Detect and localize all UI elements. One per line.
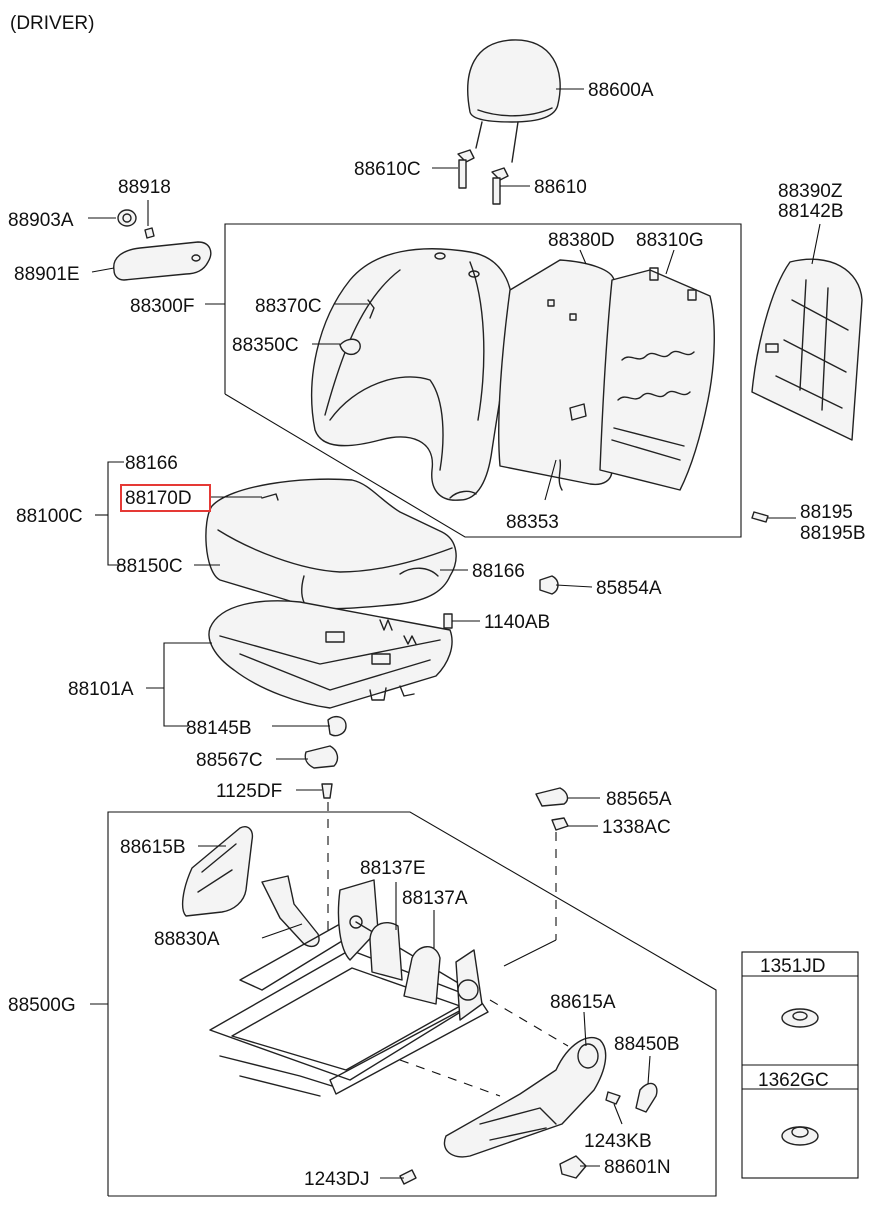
label-85854A[interactable]: 85854A [596, 578, 662, 599]
legend-item-1351JD[interactable]: 1351JD [760, 956, 826, 977]
label-88195[interactable]: 88195 [800, 502, 853, 523]
label-88830A[interactable]: 88830A [154, 929, 220, 950]
legend-washer-drawing [781, 1008, 819, 1146]
label-1243KB[interactable]: 1243KB [584, 1131, 652, 1152]
label-88615B[interactable]: 88615B [120, 837, 186, 858]
label-88195B[interactable]: 88195B [800, 523, 866, 544]
label-88353[interactable]: 88353 [506, 512, 559, 533]
label-88137A[interactable]: 88137A [402, 888, 468, 909]
label-88380D[interactable]: 88380D [548, 230, 615, 251]
label-1140AB[interactable]: 1140AB [484, 612, 550, 633]
label-88918[interactable]: 88918 [118, 177, 171, 198]
seatback-pad-drawing [498, 259, 615, 491]
headrest-guide-drawing [457, 149, 509, 205]
small-hardware-drawing [304, 511, 769, 831]
label-88390Z[interactable]: 88390Z [778, 181, 843, 202]
label-88903A[interactable]: 88903A [8, 210, 74, 231]
side-cover-drawing [399, 1036, 658, 1185]
legend-item-1362GC[interactable]: 1362GC [758, 1070, 829, 1091]
label-88610[interactable]: 88610 [534, 177, 587, 198]
label-88310G[interactable]: 88310G [636, 230, 704, 251]
label-88150C[interactable]: 88150C [116, 556, 183, 577]
label-88615A[interactable]: 88615A [550, 992, 616, 1013]
label-88901E[interactable]: 88901E [14, 264, 80, 285]
seatback-cover-drawing [311, 248, 513, 501]
label-88166-right[interactable]: 88166 [472, 561, 525, 582]
cushion-frame-drawing [208, 600, 453, 709]
label-88500G[interactable]: 88500G [8, 995, 76, 1016]
headrest-drawing [467, 39, 561, 163]
label-88565A[interactable]: 88565A [606, 789, 672, 810]
label-88100C[interactable]: 88100C [16, 506, 83, 527]
label-88142B[interactable]: 88142B [778, 201, 844, 222]
label-88166-top[interactable]: 88166 [125, 453, 178, 474]
label-88350C[interactable]: 88350C [232, 335, 299, 356]
diagram-title: (DRIVER) [10, 13, 94, 34]
label-88567C[interactable]: 88567C [196, 750, 263, 771]
armrest-drawing [113, 209, 212, 281]
label-88101A[interactable]: 88101A [68, 679, 134, 700]
callout-labels: 88600A 88610C 88610 88918 88903A 88901E … [8, 80, 866, 1190]
callout-frames [95, 223, 859, 1197]
seatback-frame-drawing [599, 267, 715, 491]
seatback-board-drawing [751, 258, 863, 441]
label-88145B[interactable]: 88145B [186, 718, 252, 739]
label-88137E[interactable]: 88137E [360, 858, 426, 879]
label-88610C[interactable]: 88610C [354, 159, 421, 180]
legend: 1351JD 1362GC [758, 956, 829, 1091]
seat-track-drawing [181, 826, 489, 1097]
label-1243DJ[interactable]: 1243DJ [304, 1169, 370, 1190]
label-88370C[interactable]: 88370C [255, 296, 322, 317]
label-88450B[interactable]: 88450B [614, 1034, 680, 1055]
label-88601N[interactable]: 88601N [604, 1157, 671, 1178]
label-88300F[interactable]: 88300F [130, 296, 194, 317]
label-88170D[interactable]: 88170D [125, 488, 192, 509]
label-1338AC[interactable]: 1338AC [602, 817, 671, 838]
seat-cushion-drawing [205, 478, 457, 610]
label-1125DF[interactable]: 1125DF [216, 781, 282, 802]
highlight-88170D [120, 484, 211, 512]
leader-lines [88, 88, 821, 1179]
label-88600A[interactable]: 88600A [588, 80, 654, 101]
